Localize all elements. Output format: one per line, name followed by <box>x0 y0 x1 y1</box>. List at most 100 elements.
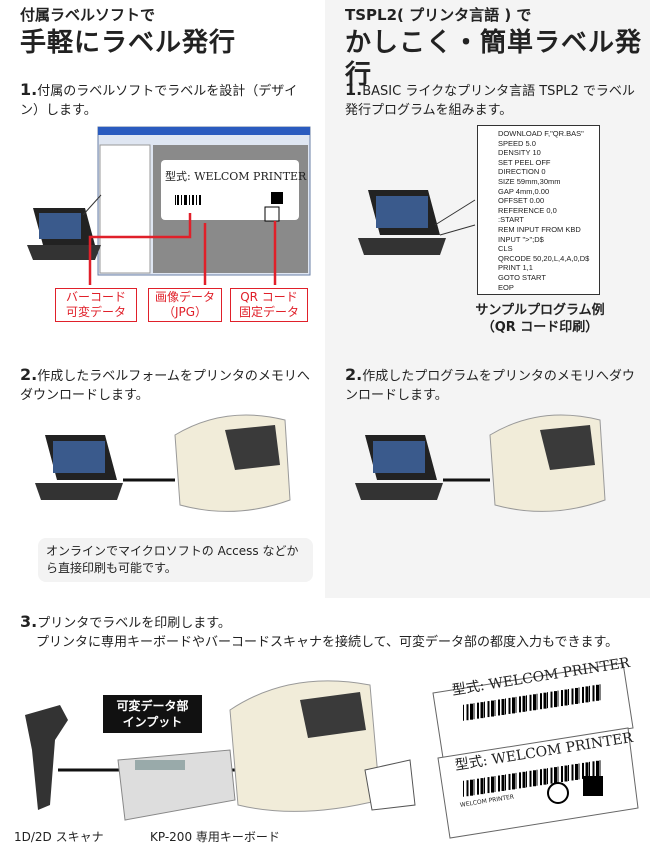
barcode-bar <box>536 769 538 786</box>
barcode-bar <box>487 701 490 718</box>
code-line: :START <box>498 215 524 225</box>
code-line: INPUT ">";D$ <box>498 234 544 244</box>
barcode-bar <box>505 698 506 715</box>
right-step2: 2.作成したプログラムをプリンタのメモリへダウンロードします。 <box>345 365 635 405</box>
code-line: REM INPUT FROM KBD <box>498 224 581 234</box>
callout-line: 固定データ <box>238 305 299 319</box>
barcode-bar <box>463 780 464 797</box>
barcode-bar <box>564 765 568 782</box>
step-number: 3. <box>20 612 38 631</box>
callout-line: （JPG） <box>162 305 208 319</box>
barcode-bar <box>571 688 574 705</box>
barcode-bar <box>554 767 557 784</box>
barcode-bar <box>529 770 532 787</box>
barcode-bar <box>547 768 548 785</box>
barcode-bar <box>484 777 485 794</box>
code-line: OFFSET 0.00 <box>498 196 545 206</box>
barcode-bar <box>585 762 589 779</box>
barcode-bar <box>505 774 506 791</box>
laptop-icon <box>358 190 476 255</box>
code-line: DIRECTION 0 <box>498 167 546 177</box>
barcode-bar <box>466 780 469 797</box>
code-line: DOWNLOAD F,"QR.BAS" <box>498 129 584 138</box>
step-text: 作成したラベルフォームをプリンタのメモリへダウンロードします。 <box>20 369 310 403</box>
barcode-bar <box>526 771 527 788</box>
code-line: EOP <box>498 282 514 292</box>
barcode-bar <box>582 762 584 779</box>
barcode-bar <box>512 773 515 790</box>
code-line: SET PEEL OFF <box>498 157 551 167</box>
barcode-bar <box>515 772 517 789</box>
barcode-bar <box>596 760 599 777</box>
right-title: かしこく・簡単ラベル発行 <box>345 28 643 90</box>
left-subtitle: 付属ラベルソフトで <box>20 6 156 24</box>
badge-line: インプット <box>122 715 183 729</box>
barcode-bar <box>473 703 475 720</box>
barcode-bar <box>540 769 542 786</box>
sample-caption: サンプルプログラム例（QR コード印刷） <box>465 302 615 336</box>
barcode-bar <box>540 693 542 710</box>
barcode-bar <box>494 776 496 793</box>
barcode-bar <box>554 691 557 708</box>
barcode-bar <box>568 689 569 705</box>
barcode-bar <box>589 761 590 778</box>
right-subtitle: TSPL2( プリンタ言語 ) で <box>345 6 532 24</box>
barcode-bar <box>543 768 547 785</box>
barcode-bar <box>582 686 584 703</box>
laptop-printer-illustration <box>355 414 606 512</box>
barcode-bar <box>470 779 473 796</box>
barcode-bar <box>578 687 580 704</box>
callout-barcode: バーコード可変データ <box>55 288 137 322</box>
barcode-bar <box>526 695 527 712</box>
laptop-printer-illustration <box>35 414 291 512</box>
printed-labels-illustration <box>432 662 639 839</box>
step-number: 1. <box>20 80 38 99</box>
barcode-bar <box>561 766 563 783</box>
left-step1: 1.付属のラベルソフトでラベルを設計（デザイン）します。 <box>20 80 310 120</box>
barcode-bar <box>533 770 536 787</box>
bottom-step3: 3.プリンタでラベルを印刷します。プリンタに専用キーボードやバーコードスキャナを… <box>20 612 645 652</box>
barcode-bar <box>568 765 569 781</box>
barcode-bar <box>501 698 505 715</box>
callout-line: 可変データ <box>65 305 126 319</box>
barcode-bar <box>592 761 595 778</box>
barcode-bar <box>585 686 589 703</box>
code-line: GOTO START <box>498 272 546 282</box>
barcode-bar <box>508 773 511 790</box>
barcode-bar <box>550 691 553 708</box>
badge-line: 可変データ部 <box>116 699 189 713</box>
barcode-bar <box>533 694 536 711</box>
barcode-bar <box>498 775 500 792</box>
callout-image: 画像データ（JPG） <box>148 288 222 322</box>
barcode-bar <box>536 693 538 710</box>
code-line: PRINT 1,1 <box>498 263 533 273</box>
barcode-bar <box>480 702 484 719</box>
code-line: GAP 4mm,0.00 <box>498 186 550 196</box>
access-note: オンラインでマイクロソフトの Access などから直接印刷も可能です。 <box>38 538 313 582</box>
barcode-bar <box>529 694 532 711</box>
barcode-bar <box>522 771 526 788</box>
barcode-bar <box>519 696 521 713</box>
screen-label-text: 型式: WELCOM PRINTER <box>165 170 307 183</box>
barcode-bar <box>589 685 590 702</box>
barcode-bar <box>512 697 515 714</box>
barcode-bar <box>575 687 578 704</box>
barcode-bar <box>480 778 484 795</box>
barcode-bar <box>477 702 479 719</box>
barcode-bar <box>491 776 494 793</box>
barcode-bar <box>547 692 548 709</box>
software-screenshot-illustration <box>27 126 311 285</box>
step-number: 2. <box>345 365 363 384</box>
barcode-bar <box>463 704 464 721</box>
barcode-bar <box>564 689 568 706</box>
scanner-keyboard-printer-illustration <box>25 680 416 821</box>
code-line: SIZE 59mm,30mm <box>498 176 561 186</box>
caption-line: （QR コード印刷） <box>481 320 599 335</box>
barcode-bar <box>557 690 559 707</box>
barcode-bar <box>578 763 580 780</box>
step-text: 作成したプログラムをプリンタのメモリへダウンロードします。 <box>345 369 635 403</box>
barcode-bar <box>543 692 547 709</box>
left-step2: 2.作成したラベルフォームをプリンタのメモリへダウンロードします。 <box>20 365 315 405</box>
barcode-bar <box>596 684 599 701</box>
